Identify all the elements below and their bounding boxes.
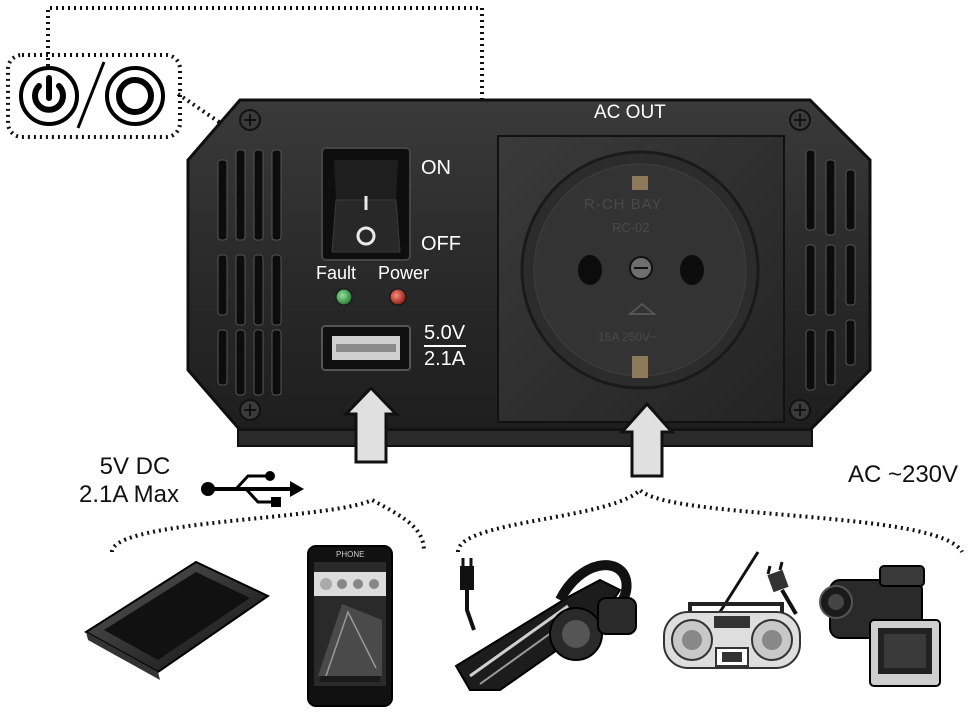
usb-port <box>321 325 466 371</box>
socket-model-label: RC-02 <box>612 220 650 235</box>
usb-output-line1: 5V DC <box>99 453 171 480</box>
handheld-vacuum-device <box>454 558 637 691</box>
ac-socket <box>497 135 785 423</box>
switch-off-mark <box>356 226 376 246</box>
fault-label: Fault <box>316 263 357 283</box>
socket-rating-label: 16A 250V~ <box>598 330 658 344</box>
vent-slots-right <box>805 149 856 391</box>
mounting-flange <box>237 429 813 447</box>
power-symbol-to-switch-line <box>46 6 484 298</box>
power-label: Power <box>378 263 430 283</box>
power-symbol-frame <box>6 53 182 139</box>
standby-power-icon <box>19 66 79 126</box>
power-symbol-group <box>19 61 165 129</box>
smartphone-device <box>307 545 393 707</box>
power-led <box>389 288 407 306</box>
boombox-radio-device <box>663 551 801 669</box>
power-off-circle-icon <box>105 66 165 126</box>
switch-on-label: ON <box>421 157 451 179</box>
rocker-switch <box>321 147 411 261</box>
usb-voltage-label: 5.0V <box>424 322 466 344</box>
power-separator <box>76 61 106 129</box>
ac-out-label: AC OUT <box>594 102 666 123</box>
tablet-device <box>84 560 270 680</box>
usb-bracket-line <box>110 497 426 553</box>
ac-output-label: AC ~230V <box>847 461 959 488</box>
phone-status-text: PHONE <box>336 550 365 559</box>
camcorder-device <box>819 565 941 687</box>
usb-arrow <box>342 385 400 464</box>
fault-led <box>335 288 353 306</box>
ac-bracket-line <box>456 487 964 554</box>
switch-off-label: OFF <box>421 233 461 255</box>
usb-icon <box>201 471 304 507</box>
socket-brand-label: R-CH BAY <box>584 196 663 213</box>
usb-current-label: 2.1A <box>424 348 466 370</box>
vent-slots-left <box>217 149 282 396</box>
usb-output-line2: 2.1A Max <box>78 481 180 508</box>
ac-arrow <box>618 401 676 478</box>
